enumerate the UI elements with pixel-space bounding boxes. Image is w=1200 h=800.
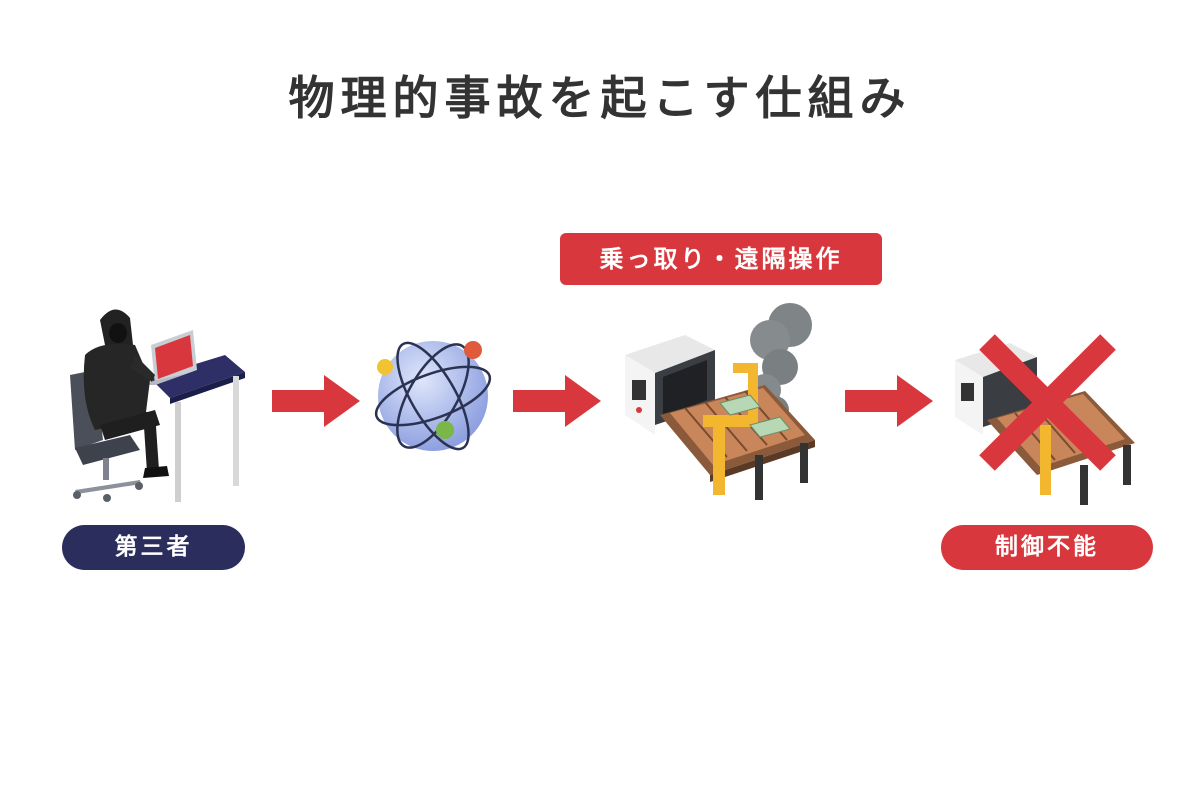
cross-mark-icon [979,334,1116,471]
uncontrollable-label: 制御不能 [941,525,1153,570]
arrow-right-icon [513,375,601,427]
page-title: 物理的事故を起こす仕組み [288,71,912,125]
hijack-label: 乗っ取り・遠隔操作 [560,233,882,285]
arrow-right-icon [272,375,360,427]
third-party-label: 第三者 [62,525,245,570]
factory-line-smoke-icon [625,303,815,500]
network-globe-icon [374,341,492,451]
hacker-icon [70,309,245,502]
arrow-right-icon [845,375,933,427]
